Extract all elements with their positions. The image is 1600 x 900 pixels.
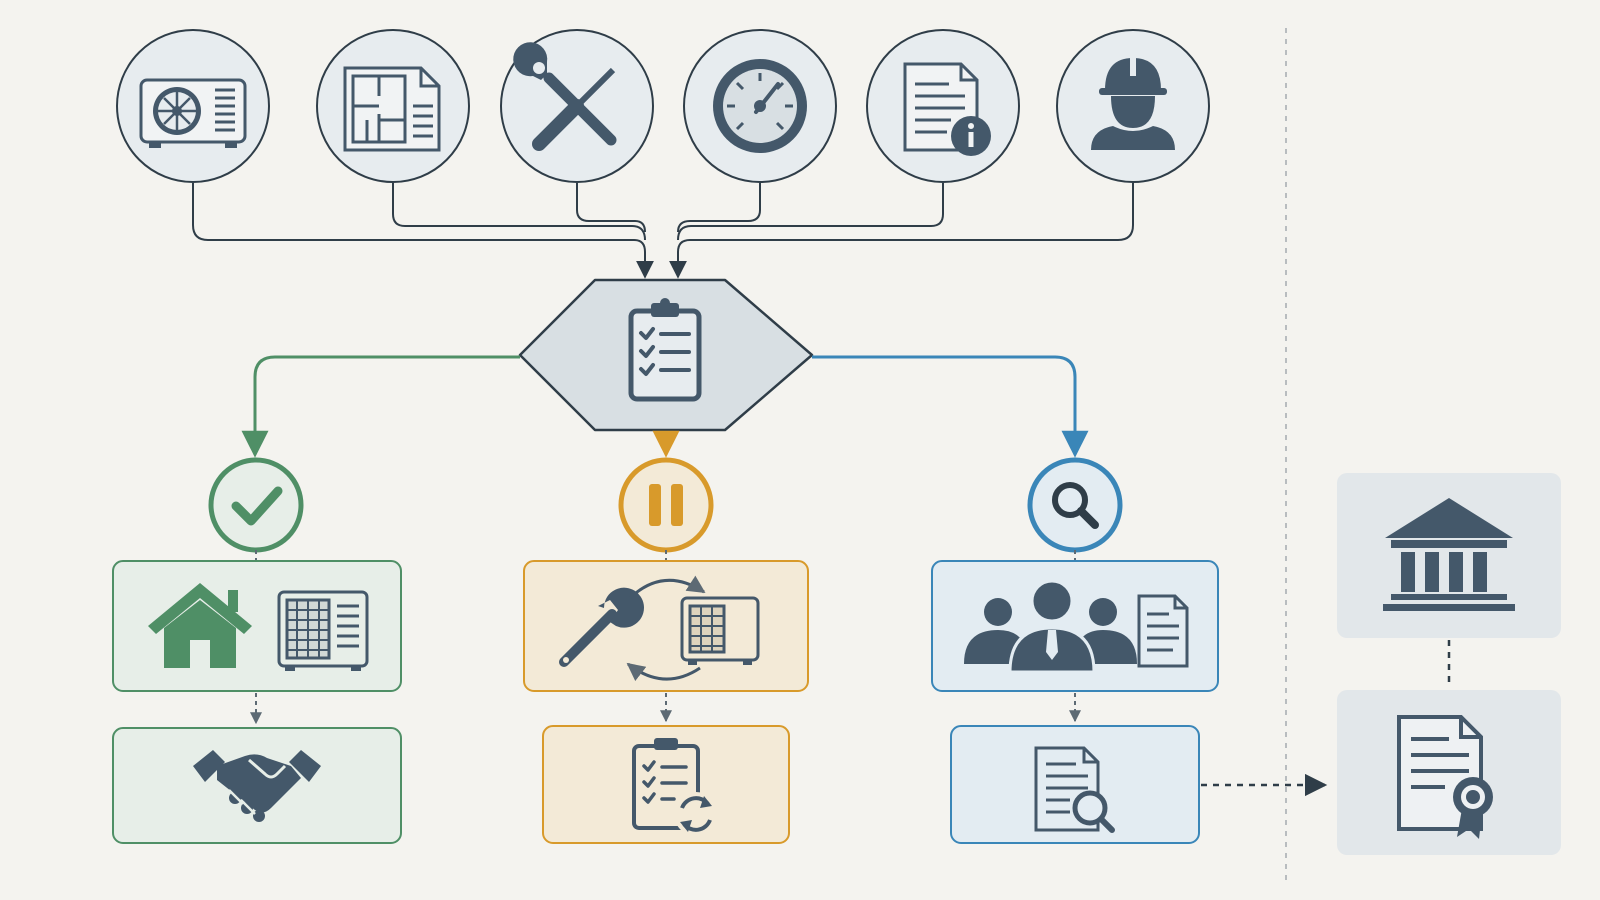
heat-pump-unit-icon [680,596,760,665]
central-review-hub [518,278,814,432]
connector-input-5 [677,183,944,241]
input-row [116,29,1210,183]
approved-step2-panel [112,727,402,844]
heat-pump-unit-icon [277,590,369,671]
pause-icon [649,484,683,526]
government-building-icon [1383,498,1515,611]
handshake-icon [193,750,321,822]
review-step1-panel [931,560,1219,692]
branch-review-connector [812,355,1089,458]
connector-input-6 [669,183,1134,279]
info-document-icon [903,62,991,156]
input-info-document [866,29,1020,183]
connector-input-1 [192,183,654,279]
cycle-arrows-icon [626,575,706,682]
status-review-badge [1027,457,1123,553]
pressure-gauge-icon [713,59,807,153]
document-icon [1137,594,1189,668]
checklist-clipboard-icon [628,298,702,402]
connector-input-3 [576,183,646,233]
check-icon [231,486,283,526]
approved-step1-panel [112,560,402,692]
input-tools [500,29,654,183]
wrench-screwdriver-icon [513,42,617,151]
status-paused-badge [618,457,714,553]
input-connectors [192,183,1134,279]
paused-step2-panel [542,725,790,844]
checklist-refresh-icon [632,738,718,836]
input-technician [1056,29,1210,183]
document-search-icon [1034,746,1115,833]
input-heat-pump [116,29,270,183]
team-group-icon [964,579,1137,674]
paused-step1-panel [523,560,809,692]
connector-input-4 [677,183,761,233]
branch-approved-connector [241,355,520,458]
input-gauge [683,29,837,183]
connector-input-2 [392,183,646,241]
heat-pump-unit-icon [139,78,247,148]
authority-certificate-panel [1337,690,1561,855]
technician-hardhat-icon [1091,56,1175,150]
certificate-document-icon [1397,715,1493,839]
floor-plan-document-icon [343,66,441,152]
magnifier-icon [1052,482,1099,529]
authority-building-panel [1337,473,1561,638]
house-icon [148,583,252,668]
input-floor-plan [316,29,470,183]
status-approved-badge [208,457,304,553]
review-step2-panel [950,725,1200,844]
